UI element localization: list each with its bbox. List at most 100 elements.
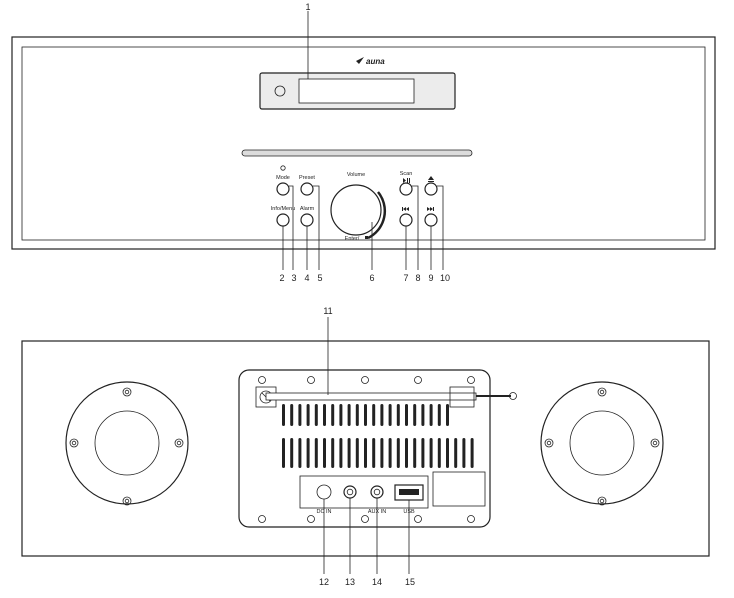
next-icon (427, 207, 434, 211)
vent-slot (396, 438, 400, 468)
right-speaker-ring (540, 381, 664, 505)
info-menu-button[interactable] (276, 213, 290, 227)
play-pause-icon (403, 178, 410, 183)
vent-slot (388, 438, 392, 468)
brand-name: auna (366, 57, 385, 66)
vent-slot (437, 438, 441, 468)
previous-icon (402, 207, 409, 211)
vent-slot (437, 404, 441, 426)
left-speaker (65, 381, 189, 506)
vent-slot (429, 404, 433, 426)
antenna-knob-icon (509, 392, 517, 400)
next-button[interactable] (424, 213, 438, 227)
callout-number: 15 (405, 577, 415, 587)
screw-icon (361, 376, 369, 384)
connector-panel (299, 475, 429, 509)
vent-slot (413, 438, 417, 468)
vent-slot (388, 404, 392, 426)
vent-slot (331, 438, 335, 468)
rear-callout-lines (323, 317, 410, 574)
vent-slot (282, 438, 285, 468)
dc-in-jack[interactable] (316, 484, 332, 500)
alarm-button[interactable] (300, 213, 314, 227)
front-callout-numbers: 1 2 3 4 5 6 7 8 9 10 (279, 2, 450, 283)
vent-slot (396, 404, 400, 426)
rear-view: DC IN AUX IN USB 11 12 13 14 15 (21, 306, 710, 587)
rear-callout-numbers: 11 12 13 14 15 (319, 306, 415, 587)
mode-button[interactable] (276, 182, 290, 196)
callout-number: 1 (305, 2, 310, 12)
vent-slot (306, 438, 310, 468)
vent-slot (364, 438, 367, 468)
volume-knob[interactable] (330, 184, 382, 236)
callout-number: 14 (372, 577, 382, 587)
screw-icon (597, 496, 607, 506)
vent-slot (298, 438, 302, 468)
screw-icon (258, 515, 266, 523)
screw-icon (544, 438, 554, 448)
screw-icon (69, 438, 79, 448)
info-menu-label: Info/Menu (271, 206, 295, 212)
vent-slot (372, 438, 376, 468)
play-pause-button[interactable] (399, 182, 413, 196)
vent-slot (331, 404, 335, 426)
rear-panel-body (238, 369, 491, 528)
screw-icon (650, 438, 660, 448)
vent-slot (355, 404, 359, 426)
power-icon (280, 165, 286, 171)
vent-slot (323, 404, 326, 426)
vent-slot (413, 404, 417, 426)
left-speaker-ring (65, 381, 189, 505)
enter-label: Enter/ (345, 236, 360, 242)
screw-icon (597, 387, 607, 397)
eject-icon (428, 176, 434, 182)
preset-label: Preset (299, 175, 315, 181)
mode-label: Mode (276, 175, 290, 181)
preset-button[interactable] (300, 182, 314, 196)
vent-slot (314, 438, 318, 468)
antenna-clip (449, 386, 475, 408)
callout-number: 3 (291, 273, 296, 283)
vent-grille-top (282, 404, 449, 426)
vent-slot (454, 438, 458, 468)
volume-label: Volume (347, 172, 365, 178)
cd-slot (241, 149, 473, 157)
vent-slot (282, 404, 285, 426)
previous-button[interactable] (399, 213, 413, 227)
remote-sensor-icon (274, 85, 286, 97)
right-speaker (540, 381, 664, 506)
volume-arc (367, 191, 387, 240)
vent-slot (446, 438, 449, 468)
screw-icon (414, 376, 422, 384)
vent-slot (405, 438, 408, 468)
vent-slot (323, 438, 326, 468)
callout-number: 13 (345, 577, 355, 587)
antenna-rod (265, 392, 477, 401)
display-screen (298, 78, 415, 104)
label-plate (432, 471, 486, 507)
aux-in-jack[interactable] (370, 485, 384, 499)
front-outer-frame (11, 36, 716, 250)
display-panel (259, 72, 456, 110)
vent-slot (429, 438, 433, 468)
callout-number: 2 (279, 273, 284, 283)
panel-screws (258, 376, 475, 523)
usb-port-slot (399, 489, 419, 495)
vent-slot (355, 438, 359, 468)
vent-slot (421, 438, 425, 468)
telescopic-antenna (255, 386, 517, 408)
vent-slot (314, 404, 318, 426)
right-speaker-cone (569, 410, 635, 476)
vent-slot (306, 404, 310, 426)
screw-icon (122, 496, 132, 506)
eject-button[interactable] (424, 182, 438, 196)
vent-slot (380, 438, 384, 468)
front-inner-frame (21, 46, 706, 241)
callout-number: 11 (323, 306, 332, 316)
scan-label: Scan (400, 171, 413, 177)
vent-slot (405, 404, 408, 426)
headphone-jack[interactable] (343, 485, 357, 499)
vent-slot (347, 404, 351, 426)
